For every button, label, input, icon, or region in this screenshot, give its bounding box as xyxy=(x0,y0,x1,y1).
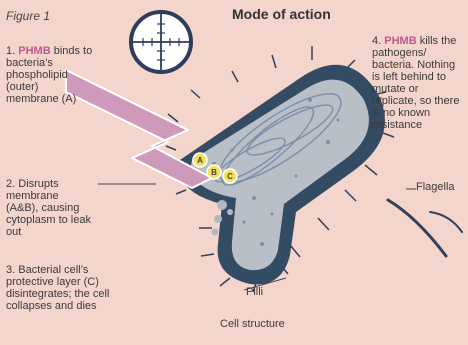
step-3-body: Bacterial cell’s protective layer (C) di… xyxy=(6,264,109,312)
step-2-body: Disrupts membrane (A&B), causing cytopla… xyxy=(6,178,91,238)
step-4-number: 4. xyxy=(372,35,381,47)
step-3-number: 3. xyxy=(6,264,15,276)
pilli-label: Pilli xyxy=(246,286,263,298)
svg-text:C: C xyxy=(227,172,233,181)
phmb-highlight: PHMB xyxy=(18,45,50,57)
step-2-text: 2. Disrupts membrane (A&B), causing cyto… xyxy=(6,178,94,238)
diagram-title: Mode of action xyxy=(232,8,331,20)
step-4-text: 4. PHMB kills the pathogens/ bacteria. N… xyxy=(372,35,464,131)
phmb-highlight: PHMB xyxy=(384,35,416,47)
layer-b-marker: B xyxy=(207,165,221,179)
layer-c-marker: C xyxy=(223,169,237,183)
flagellum xyxy=(388,200,446,256)
crosshair-scope-icon xyxy=(131,12,191,72)
svg-text:B: B xyxy=(211,168,217,177)
flagellum xyxy=(430,212,462,232)
step-1-text: 1. PHMB binds to bacteria’s phospholipid… xyxy=(6,45,94,105)
step-4-body: kills the pathogens/ bacteria. Nothing i… xyxy=(372,35,459,131)
step-3-text: 3. Bacterial cell’s protective layer (C)… xyxy=(6,264,111,312)
figure-label: Figure 1 xyxy=(6,10,50,22)
step-1-number: 1. xyxy=(6,45,15,57)
cell-structure-label: Cell structure xyxy=(220,318,285,330)
svg-text:A: A xyxy=(197,156,203,165)
flagella-label: Flagella xyxy=(416,181,455,193)
layer-a-marker: A xyxy=(193,153,207,167)
step-2-number: 2. xyxy=(6,178,15,190)
